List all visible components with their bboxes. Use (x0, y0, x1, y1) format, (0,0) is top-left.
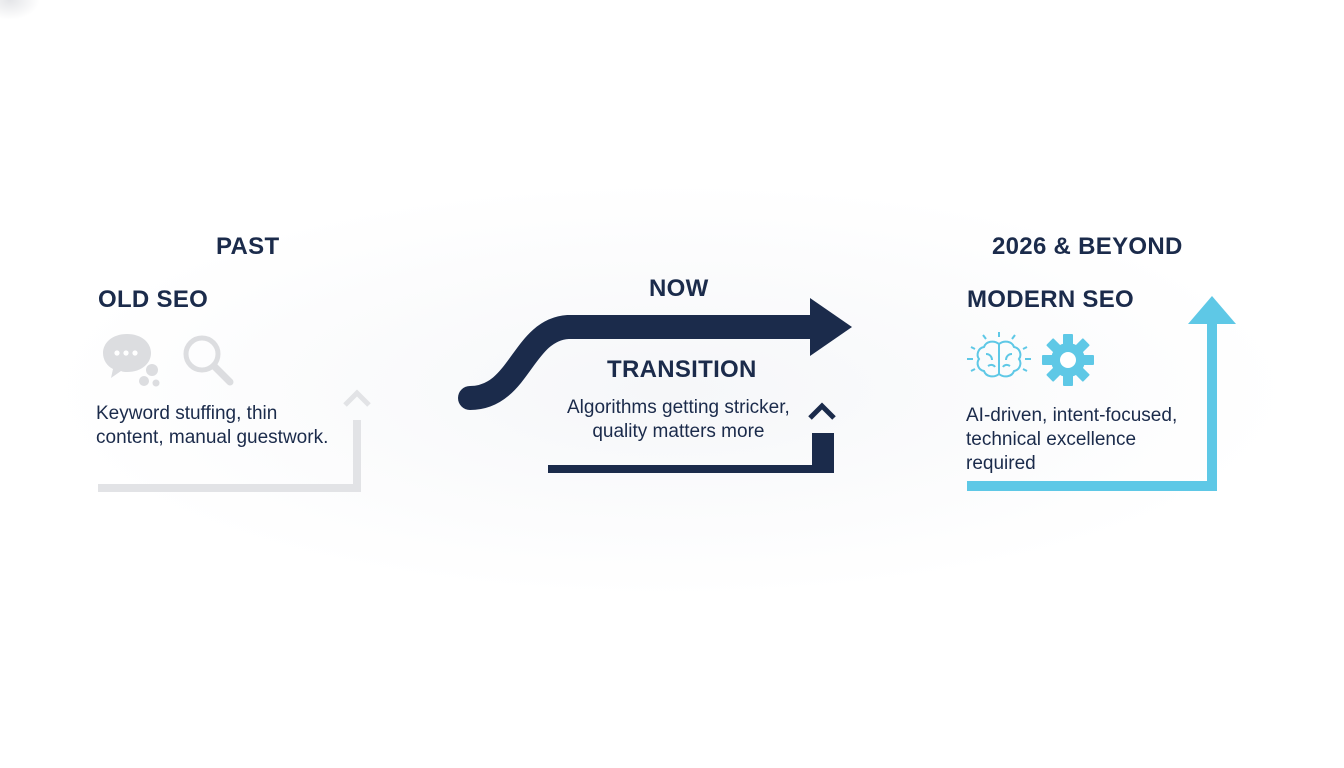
transition-description: Algorithms getting stricker, quality mat… (567, 397, 790, 442)
now-curve-arrowhead (810, 298, 852, 356)
past-title: OLD SEO (98, 286, 209, 313)
past-description: Keyword stuffing, thin content, manual g… (96, 403, 329, 448)
future-period-label: 2026 & BEYOND (992, 233, 1183, 260)
past-step-line (98, 420, 361, 492)
background-glow (40, 180, 1300, 600)
modern-step-line (967, 320, 1217, 491)
now-step-chevron (808, 402, 836, 420)
past-step-chevron (343, 389, 371, 407)
corner-shadow (0, 0, 40, 20)
now-period-label: NOW (649, 275, 709, 302)
magnifier-icon (183, 335, 234, 386)
brain-icon (967, 332, 1031, 378)
modern-description: AI-driven, intent-focused, technical exc… (966, 405, 1178, 474)
transition-title: TRANSITION (607, 356, 757, 383)
chat-bubbles-icon (103, 334, 160, 387)
modern-up-arrowhead (1188, 296, 1236, 324)
modern-title: MODERN SEO (967, 286, 1135, 313)
gear-icon (1042, 334, 1094, 386)
past-period-label: PAST (216, 233, 280, 260)
now-step-bar (812, 433, 834, 473)
now-curve-arrow-shaft (458, 315, 830, 410)
